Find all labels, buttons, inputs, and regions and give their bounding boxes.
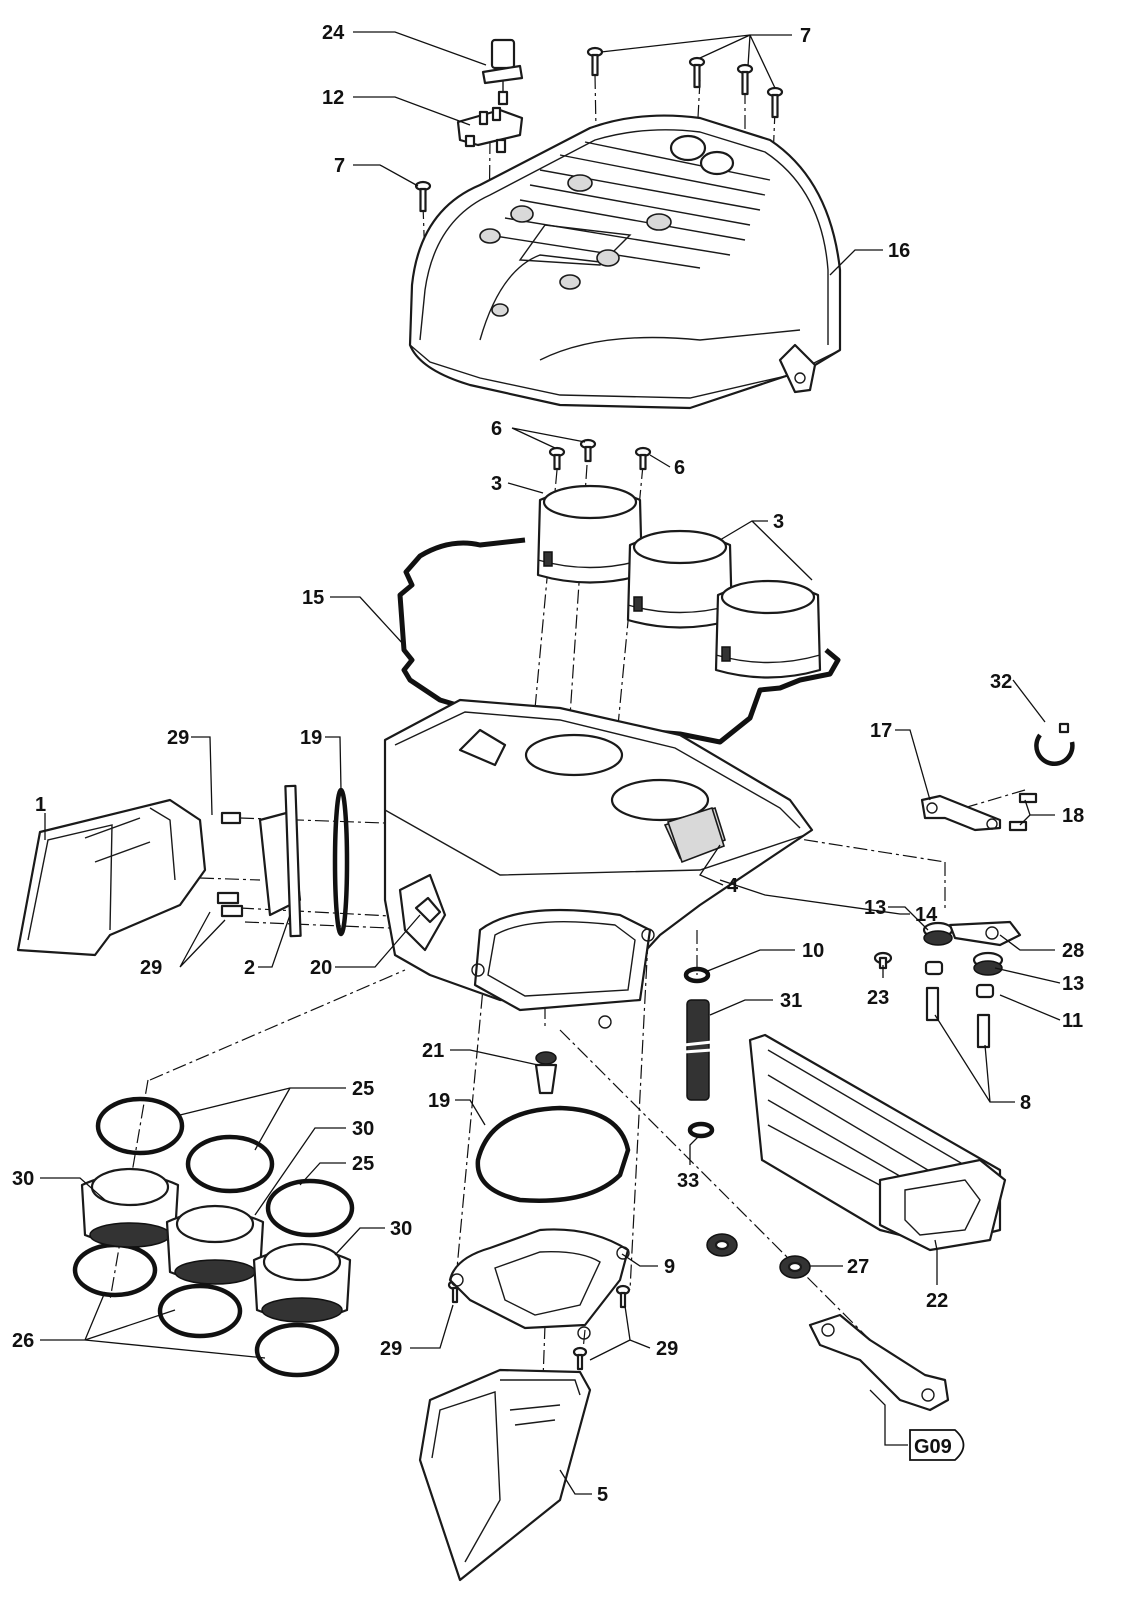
bolts-part-29 <box>216 811 631 1371</box>
callout-10: 10 <box>802 940 824 962</box>
callout-29-left: 29 <box>140 957 162 979</box>
callout-3-right: 3 <box>773 511 784 533</box>
callout-14: 14 <box>915 904 938 926</box>
callout-20: 20 <box>310 957 332 979</box>
g09-reference-box <box>909 1429 965 1461</box>
clamp-part-32 <box>1034 722 1075 766</box>
callout-23: 23 <box>867 987 889 1009</box>
clamp-part-33 <box>687 1121 715 1139</box>
callout-13-right: 13 <box>1062 973 1084 995</box>
callout-24: 24 <box>322 22 345 44</box>
callout-21: 21 <box>422 1040 444 1062</box>
callout-3-left: 3 <box>491 473 502 495</box>
grommets-part-27 <box>706 1233 811 1279</box>
grommets-part-13 <box>922 921 1004 976</box>
callout-30-right: 30 <box>390 1218 412 1240</box>
filter-element-part-4 <box>666 806 725 864</box>
seal-part-19-lower <box>475 1105 631 1203</box>
callout-6-right: 6 <box>674 457 685 479</box>
plate-part-9 <box>448 1228 630 1340</box>
callout-4: 4 <box>727 875 739 897</box>
callout-33: 33 <box>677 1170 699 1192</box>
drain-part-21 <box>534 1051 558 1095</box>
clamp-part-10 <box>683 966 711 984</box>
callout-29-bottom-right: 29 <box>656 1338 678 1360</box>
screw-part-23 <box>873 951 893 970</box>
hose-part-31 <box>683 999 713 1101</box>
airbox-part-14 <box>383 698 814 1029</box>
screws-part-7 <box>414 46 784 213</box>
callout-15: 15 <box>302 587 324 609</box>
callout-12: 12 <box>322 87 344 109</box>
leader-lines <box>40 31 1061 1495</box>
rings-part-26 <box>72 1242 340 1378</box>
screw-part-20 <box>414 896 442 924</box>
callout-32: 32 <box>990 671 1012 693</box>
throttle-bodies-part-30 <box>80 1167 352 1323</box>
air-filter-part-22 <box>748 1033 1007 1252</box>
rings-part-25 <box>95 1096 355 1238</box>
seal-part-19-side <box>332 787 350 937</box>
callout-11: 11 <box>1062 1010 1083 1032</box>
bolts-part-8 <box>925 986 991 1049</box>
bracket-part-28 <box>948 920 1022 947</box>
callout-9: 9 <box>664 1256 675 1278</box>
cover-ribs <box>494 141 771 269</box>
callout-19-side: 19 <box>300 727 322 749</box>
callout-25-mid: 25 <box>352 1153 374 1175</box>
callout-13-left: 13 <box>864 897 886 919</box>
top-cover-part-16 <box>408 114 842 410</box>
callout-27: 27 <box>847 1256 869 1278</box>
callout-7-top: 7 <box>800 25 811 47</box>
callout-16: 16 <box>888 240 910 262</box>
callout-30-left: 30 <box>12 1168 34 1190</box>
lower-duct-part-5 <box>418 1368 592 1582</box>
callout-31: 31 <box>780 990 802 1012</box>
callout-17: 17 <box>870 720 892 742</box>
flange-part-2 <box>258 784 302 938</box>
sensor-part-24 <box>481 38 524 106</box>
velocity-stacks-part-3 <box>536 484 822 679</box>
bracket-part-12 <box>456 106 524 154</box>
callout-1: 1 <box>35 794 46 816</box>
callout-22: 22 <box>926 1290 948 1312</box>
callout-5: 5 <box>597 1484 608 1506</box>
callout-28: 28 <box>1062 940 1084 962</box>
reference-label-g09: G09 <box>914 1436 952 1458</box>
screws-part-6 <box>548 438 652 471</box>
callout-29-top: 29 <box>167 727 189 749</box>
callout-25-top: 25 <box>352 1078 374 1100</box>
callout-30-top: 30 <box>352 1118 374 1140</box>
intake-duct-part-1 <box>16 798 207 957</box>
callout-6-left: 6 <box>491 418 502 440</box>
bracket-ref-g09 <box>808 1313 950 1412</box>
bracket-part-17 <box>920 794 1002 832</box>
callout-7-left: 7 <box>334 155 345 177</box>
callout-labels: 24 12 7 7 16 6 6 3 3 15 32 17 29 19 1 18… <box>12 22 1084 1506</box>
screws-part-18 <box>1008 792 1038 832</box>
callout-29-bottom-left: 29 <box>380 1338 402 1360</box>
callout-26: 26 <box>12 1330 34 1352</box>
callout-19-lower: 19 <box>428 1090 450 1112</box>
callout-2: 2 <box>244 957 255 979</box>
gasket-part-15 <box>397 537 841 745</box>
callout-18: 18 <box>1062 805 1084 827</box>
callout-8: 8 <box>1020 1092 1031 1114</box>
bushings-part-11 <box>924 960 995 999</box>
